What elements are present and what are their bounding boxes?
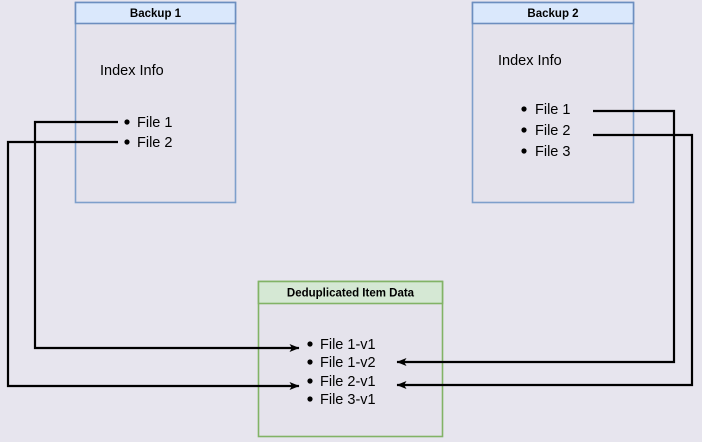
bullet-icon <box>307 359 313 365</box>
backup1-item-file2: File 2 <box>137 135 172 151</box>
backup2-header <box>471 1 635 25</box>
backup2-item-file1: File 1 <box>535 102 570 118</box>
bullet-icon <box>307 341 313 347</box>
connector-b1file1-to-file1v1 <box>33 120 300 352</box>
backup1-title: Backup 1 <box>130 8 182 20</box>
dedup-item-file2v1: File 2-v1 <box>320 374 376 390</box>
bullet-icon <box>124 119 130 125</box>
dedup-item-file1v2: File 1-v2 <box>320 355 376 371</box>
node-backup2[interactable]: Backup 2 Index Info File 1 File 2 File 3 <box>471 1 635 204</box>
node-dedup[interactable]: Deduplicated Item Data File 1-v1 File 1-… <box>257 280 444 438</box>
backup2-title: Backup 2 <box>527 8 578 20</box>
backup2-body <box>471 1 635 204</box>
backup1-section-label: Index Info <box>100 63 164 79</box>
connector-b1file2-to-file2v1 <box>6 140 300 390</box>
backup1-item-file1: File 1 <box>137 115 172 131</box>
dedup-body <box>257 280 444 438</box>
bullet-icon <box>521 106 527 112</box>
connector-b2file2-to-file2v1 <box>396 133 694 389</box>
backup2-item-file2: File 2 <box>535 123 570 139</box>
bullet-icon <box>521 148 527 154</box>
bullet-icon <box>307 378 313 384</box>
dedup-item-file3v1: File 3-v1 <box>320 392 376 408</box>
backup2-section-label: Index Info <box>498 53 562 69</box>
backup1-body <box>74 1 237 204</box>
backup1-header <box>74 1 237 25</box>
connector-b2file1-to-file1v2 <box>396 109 676 366</box>
dedup-header <box>257 280 444 305</box>
bullet-icon <box>521 127 527 133</box>
dedup-title: Deduplicated Item Data <box>287 288 415 300</box>
backup2-item-file3: File 3 <box>535 144 570 160</box>
dedup-item-file1v1: File 1-v1 <box>320 337 376 353</box>
bullet-icon <box>124 139 130 145</box>
bullet-icon <box>307 396 313 402</box>
node-backup1[interactable]: Backup 1 Index Info File 1 File 2 <box>74 1 237 204</box>
connector-layer <box>6 109 694 390</box>
